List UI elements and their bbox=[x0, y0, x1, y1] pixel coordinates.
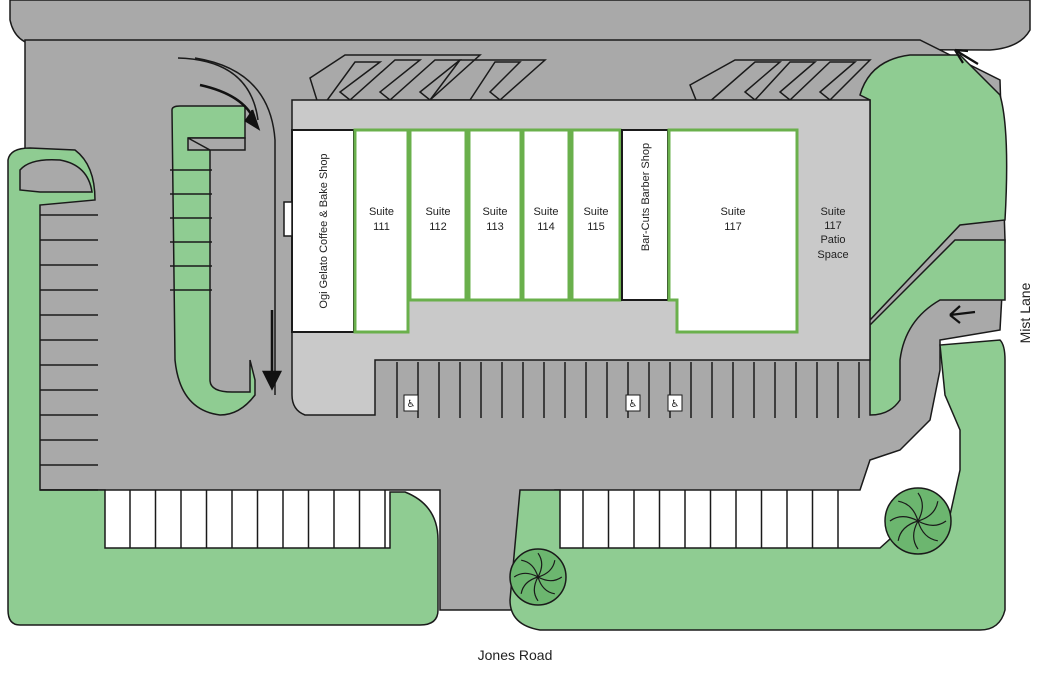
parking-stripes bbox=[40, 169, 860, 548]
direction-arrow-icon bbox=[954, 48, 979, 65]
accessible-parking-icon: ♿ bbox=[625, 394, 641, 412]
unit-label-line1: Suite bbox=[533, 206, 558, 218]
svg-text:♿: ♿ bbox=[407, 399, 416, 410]
direction-arrow-icon bbox=[261, 310, 283, 391]
unit-label-line1: Suite bbox=[369, 206, 394, 218]
drive-thru-window bbox=[283, 201, 293, 237]
patio-label: Suite 117 Patio Space bbox=[817, 206, 848, 261]
patio-line1: Suite bbox=[820, 206, 845, 218]
curbs bbox=[19, 137, 246, 193]
unit-s111[interactable]: Suite 111 bbox=[353, 128, 410, 334]
road-label-south: Jones Road bbox=[478, 647, 553, 663]
unit-label-line2: 112 bbox=[429, 221, 447, 233]
road-label-east: Mist Lane bbox=[1017, 282, 1033, 343]
unit-s115[interactable]: Suite 115 bbox=[570, 128, 622, 302]
unit-label-line1: Suite bbox=[720, 206, 745, 218]
svg-text:♿: ♿ bbox=[629, 399, 638, 410]
unit-label-line1: Suite bbox=[482, 206, 507, 218]
unit-s113[interactable]: Suite 113 bbox=[467, 128, 523, 302]
unit-label-line1: Suite bbox=[583, 206, 608, 218]
angled-parking bbox=[309, 54, 872, 112]
accessible-parking-icon: ♿ bbox=[667, 394, 683, 412]
accessible-parking-icon: ♿ bbox=[403, 394, 419, 412]
unit-label: Ogi Gelato Coffee & Bake Shop bbox=[318, 153, 330, 308]
unit-label-line2: 114 bbox=[537, 221, 555, 233]
unit-s114[interactable]: Suite 114 bbox=[521, 128, 571, 302]
patio-line2: 117 bbox=[824, 220, 842, 232]
grass-areas bbox=[7, 54, 1008, 631]
svg-text:♿: ♿ bbox=[671, 399, 680, 410]
unit-barcuts[interactable]: Bar-Cuts Barber Shop bbox=[621, 129, 669, 301]
unit-ogi[interactable]: Ogi Gelato Coffee & Bake Shop bbox=[291, 129, 355, 333]
unit-label-line2: 117 bbox=[724, 221, 742, 233]
unit-label-line2: 111 bbox=[373, 221, 390, 233]
tree-icon bbox=[884, 487, 952, 555]
direction-arrow-icon bbox=[949, 305, 976, 324]
unit-s117[interactable]: Suite 117 bbox=[667, 128, 799, 334]
unit-label: Bar-Cuts Barber Shop bbox=[640, 143, 652, 251]
patio-line4: Space bbox=[817, 249, 848, 261]
unit-label-line2: 115 bbox=[587, 221, 605, 233]
unit-label-line2: 113 bbox=[486, 221, 504, 233]
direction-arrow-icon bbox=[199, 83, 261, 131]
tree-icon bbox=[509, 548, 567, 606]
patio-line3: Patio bbox=[820, 234, 845, 246]
unit-label-line1: Suite bbox=[425, 206, 450, 218]
unit-s112[interactable]: Suite 112 bbox=[408, 128, 468, 302]
drive-lane bbox=[177, 57, 276, 395]
